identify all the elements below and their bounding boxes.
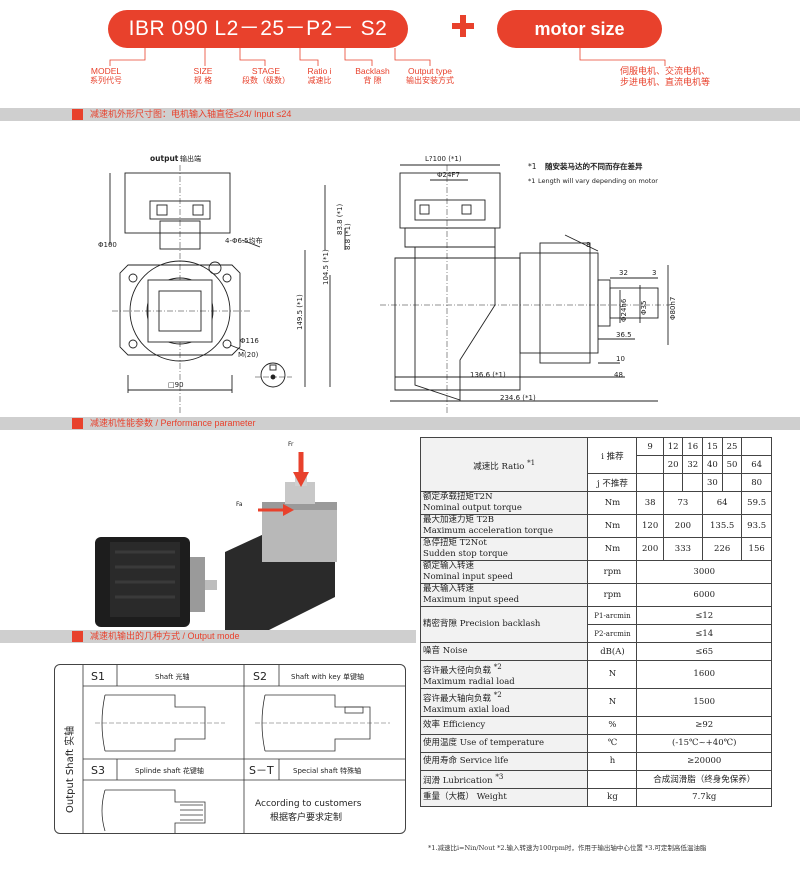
- custom-cn: 根据客户要求定制: [270, 811, 342, 823]
- mode-st-code: S－T: [249, 764, 274, 777]
- svg-text:3: 3: [652, 269, 656, 277]
- svg-text:随安装马达的不同而存在差异: 随安装马达的不同而存在差异: [545, 161, 643, 171]
- mode-s3-name: Splinde shaft 花键轴: [135, 766, 204, 775]
- table-row: 效率 Efficiency % ≥92: [419, 715, 772, 735]
- svg-text:*1: *1: [528, 162, 537, 171]
- svg-text:M(20): M(20): [238, 351, 259, 359]
- radial-force-label: Fr: [288, 441, 294, 448]
- dimension-section-bar: [0, 108, 800, 121]
- model-code-pill: IBR 090 L2－25－P2－ S2: [108, 10, 408, 48]
- table-row: P2-arcmin ≤14: [421, 624, 772, 643]
- svg-text:Φ24h6: Φ24h6: [620, 298, 628, 322]
- mode-s1-name: Shaft 光轴: [155, 672, 189, 681]
- output-mode-section-title: 减速机输出的几种方式 / Output mode: [90, 631, 240, 641]
- motor-size-pill: motor size: [497, 10, 662, 48]
- output-label: output: [150, 154, 179, 163]
- mode-st-name: Special shaft 特殊轴: [293, 766, 361, 775]
- svg-text:8.8 (*1): 8.8 (*1): [344, 223, 352, 250]
- svg-text:L?100 (*1): L?100 (*1): [425, 155, 462, 163]
- plus-icon: [452, 15, 474, 37]
- header-connectors: [109, 48, 666, 66]
- svg-text:83.8 (*1): 83.8 (*1): [336, 204, 344, 235]
- table-row: 使用寿命 Service life h ≥20000: [419, 751, 772, 771]
- product-photo: Fr Fa: [0, 432, 416, 632]
- output-mode-drawings: S1 Shaft 光轴 S2 Shaft with key 单键轴 S3 Spl…: [63, 665, 405, 833]
- mode-s3-code: S3: [91, 764, 105, 777]
- svg-text:234.6 (*1): 234.6 (*1): [500, 394, 536, 402]
- performance-section-title: 减速机性能参数 / Performance parameter: [90, 418, 256, 428]
- svg-text:48: 48: [614, 371, 623, 379]
- svg-text:*1: *1: [528, 177, 535, 185]
- svg-text:Φ80h7: Φ80h7: [669, 297, 677, 320]
- output-shaft-label: Output Shaft 实轴: [63, 726, 76, 813]
- table-row: 噪音 Noise dB(A) ≤65: [419, 642, 772, 661]
- section-marker: [72, 631, 83, 642]
- output-mode-section-bar: [0, 630, 416, 643]
- mode-s2-code: S2: [253, 670, 267, 683]
- performance-section-bar: [0, 417, 800, 430]
- svg-text:10: 10: [616, 355, 625, 363]
- table-row: 使用温度 Use of temperature ℃ (-15℃~+40℃): [419, 733, 772, 753]
- section-marker: [72, 418, 83, 429]
- output-mode-table: S1 Shaft 光轴 S2 Shaft with key 单键轴 S3 Spl…: [54, 664, 406, 834]
- svg-text:Length will vary depending on: Length will vary depending on motor: [538, 177, 658, 185]
- table-row: 重量（大概） Weight kg 7.7kg: [419, 787, 772, 807]
- dimension-section-title: 减速机外形尺寸图：电机输入轴直径≤24/ Input ≤24: [90, 109, 292, 119]
- mode-s1-code: S1: [91, 670, 105, 683]
- svg-text:149.5 (*1): 149.5 (*1): [296, 294, 304, 330]
- section-marker: [72, 109, 83, 120]
- performance-table: 减速比 Ratio *1 i 推荐 9 12 16 15 25 20 32 40…: [419, 437, 772, 807]
- svg-text:36.5: 36.5: [616, 331, 632, 339]
- motor-types: 伺服电机、交流电机、步进电机、直流电机等: [619, 66, 710, 87]
- table-footnote: *1.减速比i=Nin/Nout *2.输入转速为100rpm时，作用于输出轴中…: [428, 844, 707, 852]
- table-row: 润滑 Lubrication *3 合成润滑脂（终身免保养）: [419, 769, 772, 789]
- svg-text:Φ100: Φ100: [98, 241, 117, 249]
- ratio-header: 减速比 Ratio *1: [419, 437, 589, 492]
- mode-s2-name: Shaft with key 单键轴: [291, 672, 364, 681]
- custom-en: According to customers: [255, 799, 362, 809]
- svg-text:Φ35: Φ35: [640, 301, 648, 315]
- table-row: 精密背隙 Precision backlash P1-arcmin ≤12: [419, 606, 772, 643]
- svg-text:Φ24F7: Φ24F7: [437, 171, 460, 179]
- svg-text:□90: □90: [168, 381, 184, 389]
- svg-text:输出端: 输出端: [180, 154, 201, 163]
- svg-text:Φ116: Φ116: [240, 337, 259, 345]
- axial-force-label: Fa: [236, 501, 243, 508]
- svg-text:4-Φ6.5均布: 4-Φ6.5均布: [225, 236, 263, 245]
- svg-text:136.6 (*1): 136.6 (*1): [470, 371, 506, 379]
- svg-text:104.5 (*1): 104.5 (*1): [322, 249, 330, 285]
- svg-text:32: 32: [619, 269, 628, 277]
- svg-text:8: 8: [586, 241, 590, 249]
- dimension-drawing: output 输出端 Φ100 4-Φ6.5均布 Φ116 M(20) □90 …: [98, 154, 677, 415]
